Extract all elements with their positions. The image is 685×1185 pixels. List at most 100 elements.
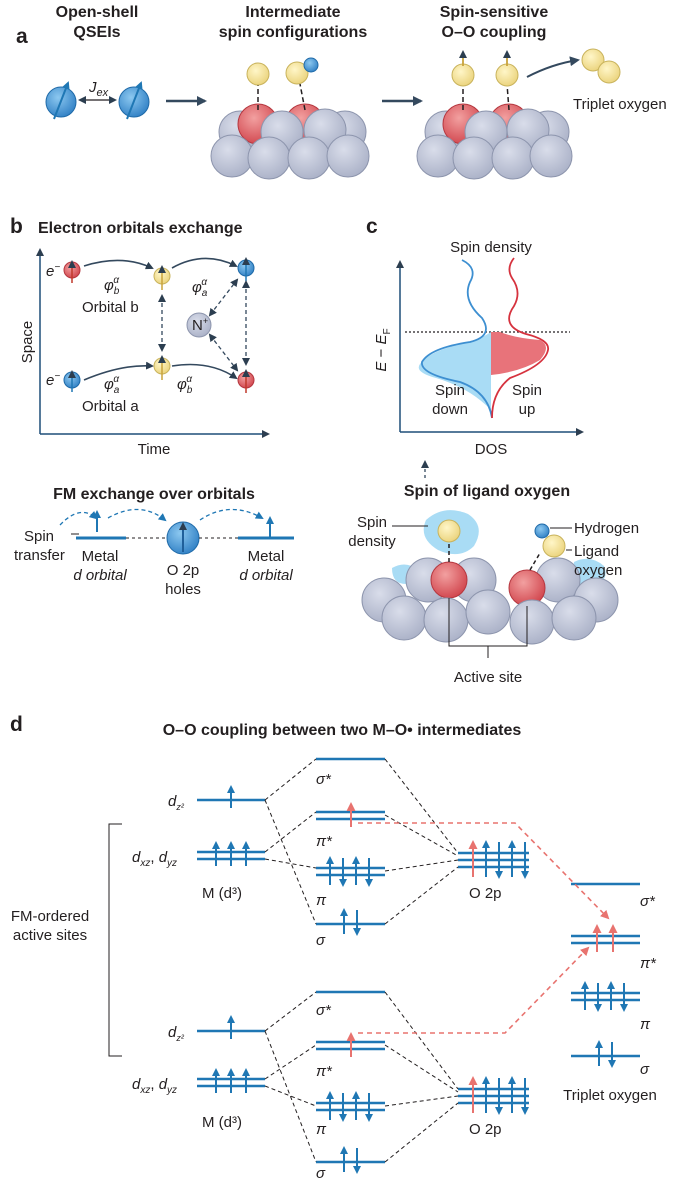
orbital-b-electron xyxy=(153,265,171,290)
transfer-arrow-upper xyxy=(358,822,610,920)
jex-label: Jex xyxy=(88,79,109,99)
triplet-sigma-star-label: σ* xyxy=(640,893,656,910)
electron-red-sphere xyxy=(63,260,81,283)
active-site-left xyxy=(430,561,468,599)
upper-sigma-star-label: σ* xyxy=(316,771,332,788)
metal-label-left-1: Metal xyxy=(82,548,119,565)
lower-sigma-star-label: σ* xyxy=(316,1002,332,1019)
lower-o2p-label: O 2p xyxy=(469,1121,502,1138)
spin-transfer-label-1: Spin xyxy=(24,528,54,545)
upper-o2p-label: O 2p xyxy=(469,885,502,902)
energy-axis-label: E − EF xyxy=(373,328,393,371)
space-axis-label: Space xyxy=(19,321,36,364)
hydrogen-label: Hydrogen xyxy=(574,520,639,537)
lower-m-d3-label: M (d³) xyxy=(202,1114,242,1131)
fm-exchange-title: FM exchange over orbitals xyxy=(53,486,255,503)
spin-up-label-2: up xyxy=(519,401,536,418)
ligand-oxygen-title: Spin of ligand oxygen xyxy=(404,483,570,500)
spin-density-label-2a: Spin xyxy=(357,514,387,531)
final-red-electron xyxy=(237,369,255,393)
final-blue-electron xyxy=(237,257,255,281)
upper-dxz-dyz-label: dxz, dyz xyxy=(132,849,177,869)
spin-density-label: Spin density xyxy=(450,239,532,256)
upper-dz2-label: dz² xyxy=(168,793,185,812)
orbital-b-label: Orbital b xyxy=(82,299,139,316)
ligand-oxygen-label-1: Ligand xyxy=(574,543,619,560)
mo-diagram-lower xyxy=(197,990,529,1174)
transfer-arrow-lower xyxy=(358,946,590,1034)
ligand-oxygen-label-2: oxygen xyxy=(574,562,622,579)
lower-sigma-label: σ xyxy=(316,1165,326,1182)
triplet-pi-star-label: π* xyxy=(640,955,657,972)
panel-c-letter: c xyxy=(366,215,378,238)
electron-bottom-label: e− xyxy=(46,371,60,389)
dos-axis-label: DOS xyxy=(475,441,508,458)
phi-a-label-2: φaα xyxy=(192,277,208,299)
active-site-label: Active site xyxy=(454,669,522,686)
lower-pi-label: π xyxy=(316,1121,327,1138)
fm-ordered-label-2: active sites xyxy=(13,927,87,944)
upper-m-d3-label: M (d³) xyxy=(202,885,242,902)
upper-pi-label: π xyxy=(316,892,327,909)
fm-ordered-label-1: FM-ordered xyxy=(11,908,89,925)
phi-a-label-1: φaα xyxy=(104,374,120,396)
spin-down-dos-fill xyxy=(418,332,491,410)
mo-diagram-upper xyxy=(197,757,529,936)
spin-up-dos-curve xyxy=(491,257,549,419)
ligand-hydrogen-atom xyxy=(534,523,550,539)
triplet-oxygen-mo xyxy=(571,882,640,1068)
spin-sphere-right xyxy=(118,81,150,120)
spin-transfer-label-2: transfer xyxy=(14,547,65,564)
o2p-holes-label-1: O 2p xyxy=(167,562,200,579)
triplet-oxygen-mo-label: Triplet oxygen xyxy=(563,1087,657,1104)
metal-label-left-2: d orbital xyxy=(73,567,127,584)
phi-b-label-2: φbα xyxy=(177,374,193,396)
spin-up-label-1: Spin xyxy=(512,382,542,399)
nitrogen-cation: N+ xyxy=(186,312,212,338)
orbital-a-electron xyxy=(153,355,171,380)
release-arrow xyxy=(526,56,580,78)
upper-sigma-label: σ xyxy=(316,932,326,949)
spin-down-label-2: down xyxy=(432,401,468,418)
lower-pi-star-label: π* xyxy=(316,1063,333,1080)
spin-density-oxygen xyxy=(437,519,461,543)
upper-pi-star-label: π* xyxy=(316,833,333,850)
panel-d-letter: d xyxy=(10,713,23,736)
panel-a-letter: a xyxy=(16,25,28,48)
triplet-oxygen-label: Triplet oxygen xyxy=(573,96,667,113)
catalyst-surface-2 xyxy=(416,50,573,180)
panel-a-header-intermediate-2: spin configurations xyxy=(219,24,368,41)
svg-text:N+: N+ xyxy=(192,316,208,334)
lower-dxz-dyz-label: dxz, dyz xyxy=(132,1076,177,1096)
panel-a-header-qsei-1: Open-shell xyxy=(56,4,139,21)
panel-a-header-coupling-1: Spin-sensitive xyxy=(440,4,549,21)
o2p-hole-sphere xyxy=(166,521,200,555)
panel-a-header-intermediate-1: Intermediate xyxy=(245,4,340,21)
triplet-oxygen-molecule xyxy=(581,48,621,84)
ligand-oxygen-atom xyxy=(542,534,566,558)
metal-label-right-2: d orbital xyxy=(239,567,293,584)
orbital-a-label: Orbital a xyxy=(82,398,139,415)
panel-d-title: O–O coupling between two M–O• intermedia… xyxy=(163,722,522,739)
catalyst-surface-1 xyxy=(210,57,370,180)
triplet-sigma-label: σ xyxy=(640,1061,650,1078)
electron-top-label: e− xyxy=(46,262,60,280)
hydrogen-atom xyxy=(303,57,319,73)
spin-up-dos-fill xyxy=(491,332,546,375)
electron-blue-sphere xyxy=(63,370,81,392)
metal-label-right-1: Metal xyxy=(248,548,285,565)
ligand-surface xyxy=(361,510,619,645)
panel-d: d O–O coupling between two M–O• intermed… xyxy=(10,713,657,1182)
panel-c: c Spin density E − EF Spin down Spin up … xyxy=(348,215,639,686)
time-axis-label: Time xyxy=(138,441,171,458)
panel-b: b Electron orbitals exchange Space Time … xyxy=(10,215,294,598)
o2p-holes-label-2: holes xyxy=(165,581,201,598)
spin-down-label-1: Spin xyxy=(435,382,465,399)
lower-dz2-label: dz² xyxy=(168,1024,185,1043)
panel-a-header-coupling-2: O–O coupling xyxy=(442,24,547,41)
phi-b-label-1: φbα xyxy=(104,275,120,297)
panel-a-header-qsei-2: QSEIs xyxy=(73,24,120,41)
spin-density-label-2b: density xyxy=(348,533,396,550)
triplet-pi-label: π xyxy=(640,1016,651,1033)
